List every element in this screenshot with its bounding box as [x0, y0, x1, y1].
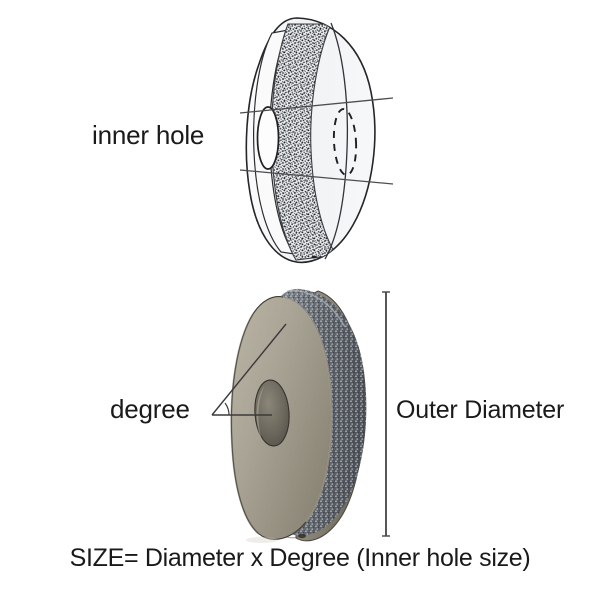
inner-hole-label: inner hole — [92, 120, 205, 150]
outer-diameter-measure-line — [382, 291, 390, 537]
sketch-inner-hole-front — [256, 106, 280, 170]
outer-diameter-label: Outer Diameter — [396, 396, 565, 424]
inner-hole-upper-extension-line — [239, 97, 394, 114]
sketch-inner-hole-back-dashed — [332, 108, 358, 176]
size-formula-caption: SIZE= Diameter x Degree (Inner hole size… — [69, 544, 531, 572]
degree-angle-marker — [211, 323, 287, 416]
degree-label: degree — [110, 394, 190, 424]
sketch-wheel-body — [245, 17, 376, 264]
photo-grinding-wheel — [230, 288, 367, 543]
inner-hole-lower-extension-line — [239, 169, 394, 185]
